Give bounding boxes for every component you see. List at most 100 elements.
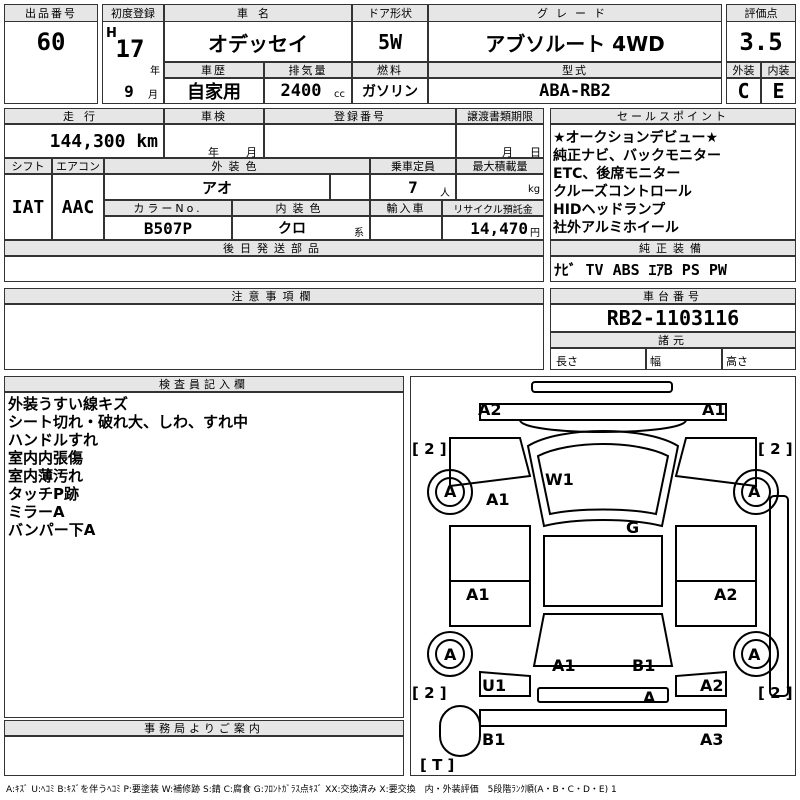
ext-score: C — [737, 79, 750, 103]
damage-mark: A — [748, 482, 761, 501]
mileage-box — [4, 124, 164, 158]
int-color-box — [232, 216, 370, 240]
inspector-line: バンパー下A — [8, 521, 96, 539]
equipment: ﾅﾋﾞ TV ABS ｴｱB PS PW — [554, 260, 727, 279]
damage-mark: B1 — [482, 730, 506, 749]
damage-mark: [ 2 ] — [758, 684, 793, 702]
inspector-box — [4, 392, 404, 718]
import-label: 輸入車 — [370, 200, 442, 216]
sales-item: クルーズコントロール — [553, 184, 692, 200]
car-name-label: 車名 — [164, 4, 352, 22]
sales-item: 社外アルミホイール — [553, 220, 679, 236]
int-color: クロ — [278, 221, 306, 237]
width-box — [646, 348, 722, 370]
int-score: E — [772, 79, 785, 103]
color-no-box — [104, 216, 232, 240]
month-unit: 月 — [148, 90, 158, 101]
inspection-box — [164, 124, 264, 158]
damage-mark: W1 — [545, 470, 574, 489]
shift: IAT — [11, 196, 45, 218]
inspector-line: シート切れ・破れ大、しわ、すれ中 — [8, 413, 249, 431]
color-no-label: カラーNo. — [104, 200, 232, 216]
inspector-line: 室内薄汚れ — [8, 467, 84, 485]
era: H — [106, 26, 117, 41]
recycle-label: リサイクル預託金 — [442, 200, 544, 216]
damage-mark: [ T ] — [420, 756, 455, 774]
recycle: 14,470 — [470, 218, 528, 238]
recycle-box — [442, 216, 544, 240]
color-label: 外装色 — [104, 158, 370, 174]
color-box — [104, 174, 330, 200]
damage-mark: [ 2 ] — [412, 440, 447, 458]
equipment-box — [550, 256, 796, 282]
door-type: 5W — [377, 30, 403, 54]
width-label: 幅 — [650, 355, 661, 368]
inspector-lines: 外装うすい線キズ シート切れ・破れ大、しわ、すれ中 ハンドルすれ 室内内張傷 室… — [8, 395, 402, 539]
sales-item: ★オークションデビュー★ — [553, 130, 719, 146]
later-parts-label: 後日発送部品 — [4, 240, 544, 256]
yen-unit: 円 — [530, 228, 540, 239]
later-parts-box — [4, 256, 544, 282]
inspector-line: 外装うすい線キズ — [8, 395, 129, 413]
sales-item: 純正ナビ、バックモニター — [553, 148, 721, 164]
sales-item: HIDヘッドランプ — [553, 202, 666, 218]
damage-mark: [ 2 ] — [758, 440, 793, 458]
inspection-year-unit: 年 — [208, 146, 219, 159]
legend: A:ｷｽﾞ U:ﾍｺﾐ B:ｷｽﾞを伴うﾍｺﾐ P:要塗装 W:補修跡 S:錆 … — [6, 785, 617, 795]
height-label: 高さ — [726, 355, 748, 368]
year-unit: 年 — [150, 66, 160, 77]
score-label: 評価点 — [726, 4, 796, 22]
reg-no-box — [264, 124, 456, 158]
damage-mark: A1 — [702, 400, 726, 419]
shift-label: シフト — [4, 158, 52, 174]
ext-box — [726, 78, 761, 104]
damage-mark: A — [444, 645, 457, 664]
fuel-label: 燃料 — [352, 62, 428, 78]
lot-number: 60 — [36, 28, 66, 56]
reg-year: 17 — [115, 35, 145, 63]
damage-mark: B1 — [632, 656, 656, 675]
fuel: ガソリン — [362, 84, 418, 100]
inspection-month-unit: 月 — [246, 146, 257, 159]
sales-box — [550, 124, 796, 240]
model: ABA-RB2 — [539, 81, 611, 101]
int-box — [761, 78, 796, 104]
capacity-label: 乗車定員 — [370, 158, 456, 174]
displacement: 2400 — [280, 81, 322, 101]
ac: AAC — [61, 196, 95, 218]
inspector-line: 室内内張傷 — [8, 449, 84, 467]
sales-list: ★オークションデビュー★ 純正ナビ、バックモニター ETC、後席モニター クルー… — [553, 129, 793, 237]
damage-mark: A3 — [700, 730, 724, 749]
capacity-unit: 人 — [440, 188, 450, 199]
int-color-label: 内装色 — [232, 200, 370, 216]
equipment-label: 純正装備 — [550, 240, 796, 256]
inspector-label: 検査員記入欄 — [4, 376, 404, 392]
ext-label: 外装 — [726, 62, 761, 78]
reg-no-label: 登録番号 — [264, 108, 456, 124]
color: アオ — [201, 178, 232, 197]
grade-label: グレード — [428, 4, 722, 22]
damage-mark: A2 — [714, 585, 738, 604]
first-reg-label: 初度登録 — [102, 4, 164, 22]
cc-unit: cc — [334, 89, 345, 100]
damage-mark: [ 2 ] — [412, 684, 447, 702]
notes-box — [4, 304, 544, 370]
damage-mark: U1 — [482, 676, 507, 695]
displacement-box — [264, 78, 352, 104]
damage-mark: G — [626, 518, 640, 537]
length-label: 長さ — [556, 355, 578, 368]
notes-label: 注意事項欄 — [4, 288, 544, 304]
chassis-box — [550, 304, 796, 332]
mileage: 144,300 km — [49, 130, 158, 152]
model-box — [428, 78, 722, 104]
height-box — [722, 348, 796, 370]
inspector-line: ハンドルすれ — [8, 431, 99, 449]
fuel-box — [352, 78, 428, 104]
damage-mark: A1 — [466, 585, 490, 604]
damage-mark: A — [748, 645, 761, 664]
max-load-box — [456, 174, 544, 200]
office-box — [4, 736, 404, 776]
int-color-unit: 系 — [354, 228, 364, 239]
inspector-line: タッチP跡 — [8, 485, 79, 503]
car-name: オデッセイ — [208, 31, 308, 56]
